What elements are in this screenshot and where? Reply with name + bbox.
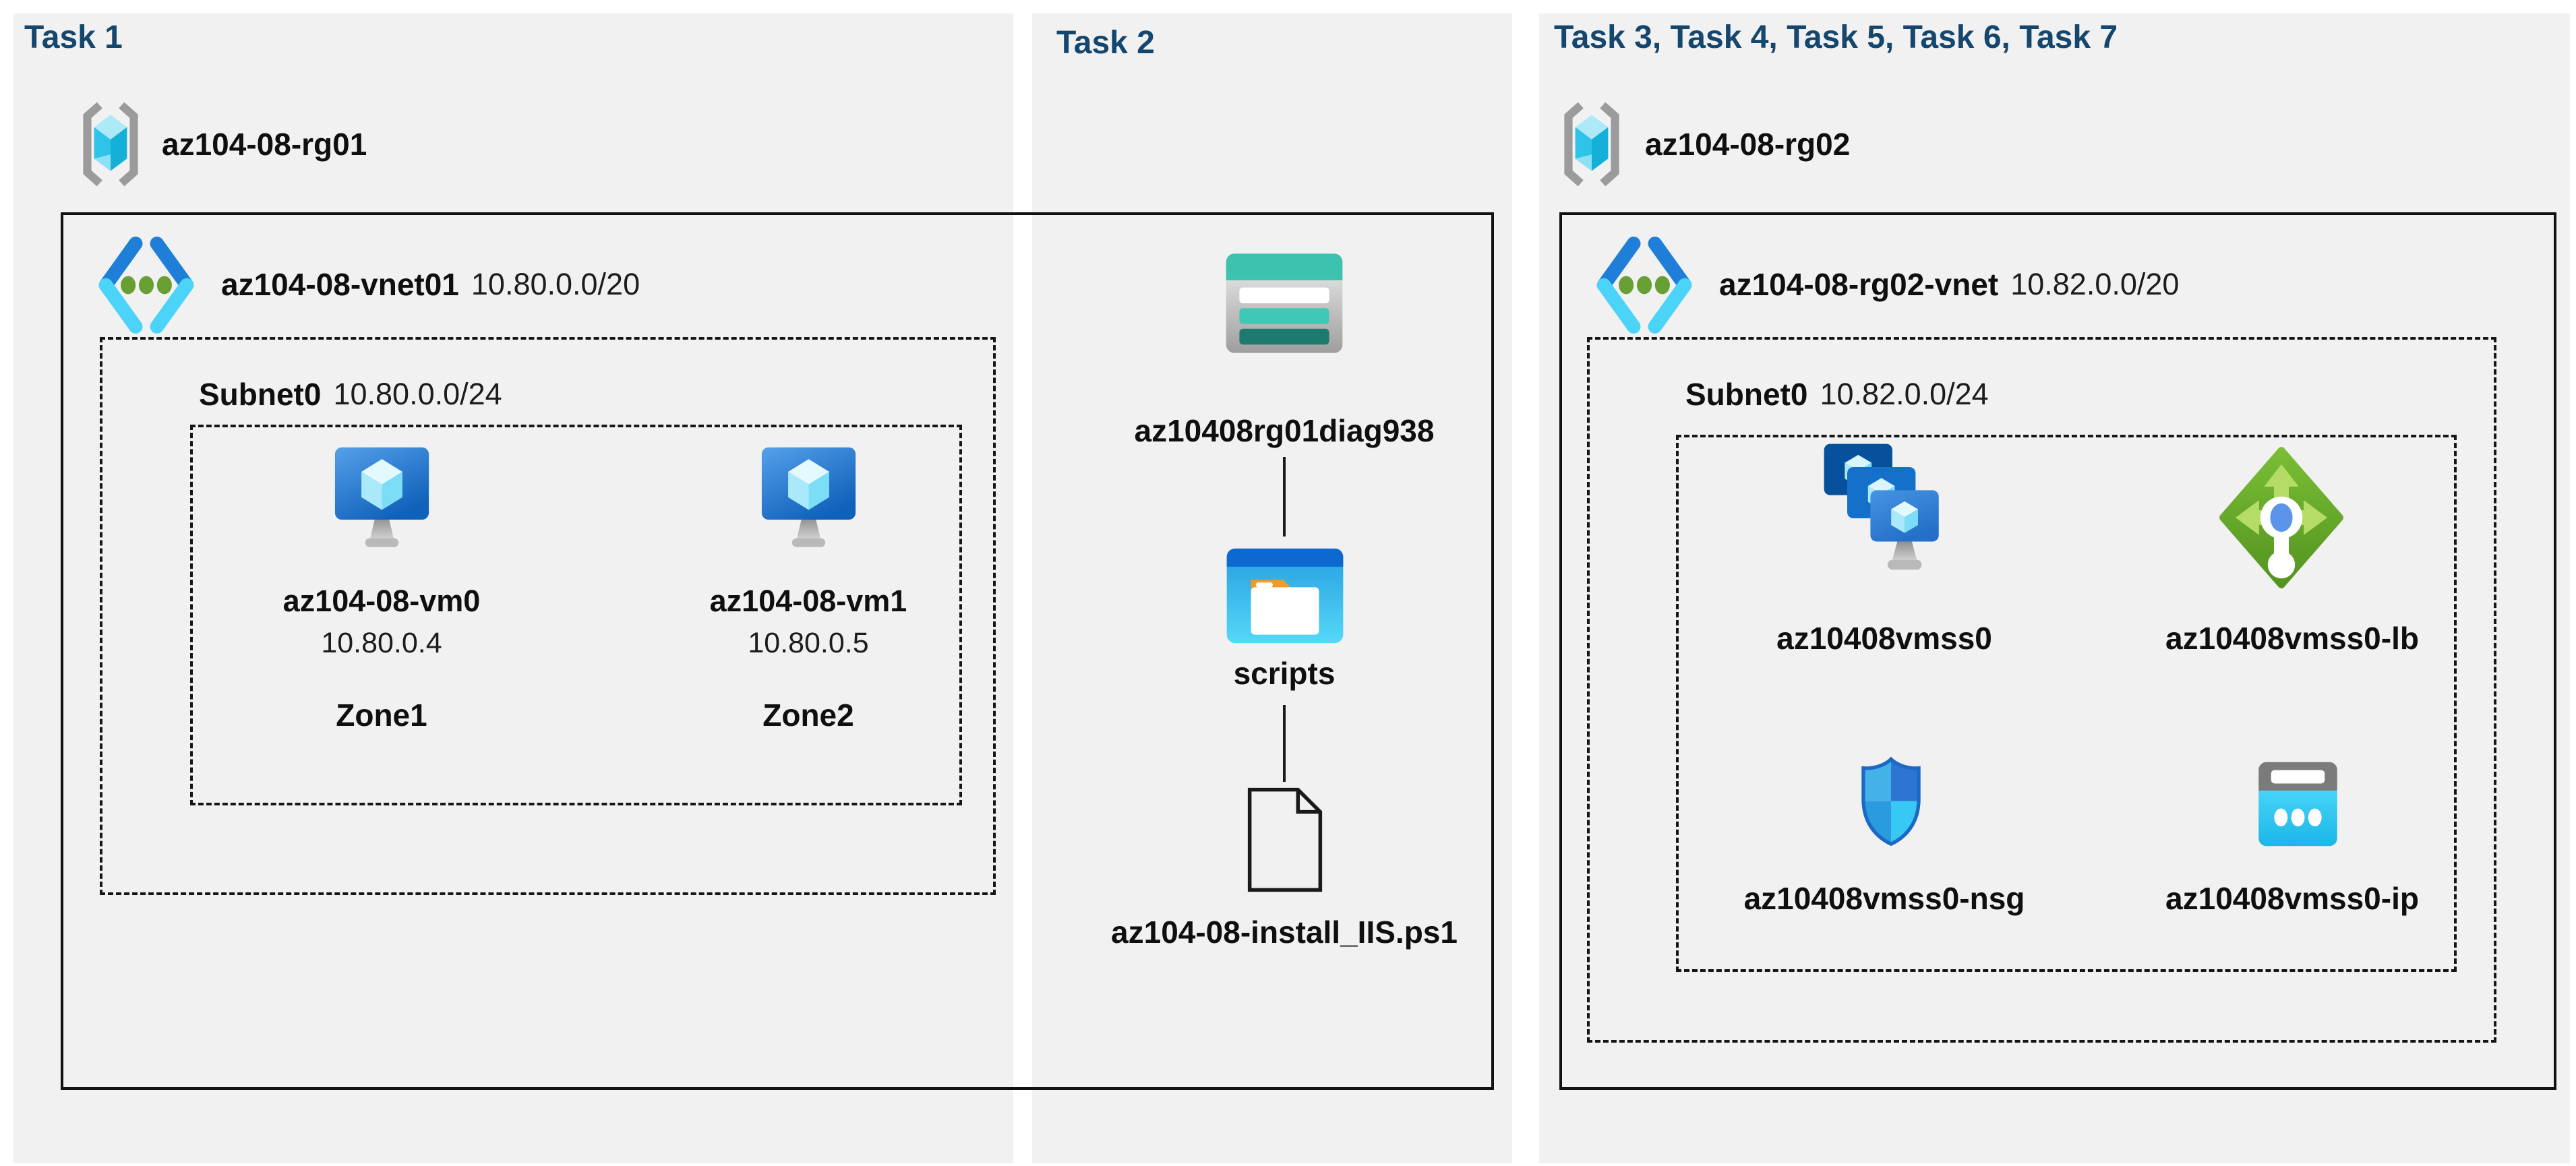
- vm0-zone: Zone1: [336, 698, 427, 733]
- resource-group-label: az104-08-rg01: [162, 127, 367, 162]
- vm0-ip: 10.80.0.4: [321, 627, 442, 659]
- script-file-icon: [1247, 787, 1323, 892]
- vm0-name: az104-08-vm0: [282, 584, 481, 618]
- vmss-group-boundary: [1676, 435, 2457, 972]
- virtual-network-icon: [1596, 237, 1692, 334]
- task1-panel: [13, 13, 1013, 1163]
- vm1-ip: 10.80.0.5: [748, 627, 869, 659]
- virtual-machine-icon: [761, 447, 856, 547]
- vm1-zone: Zone2: [762, 698, 854, 733]
- resource-group-icon: [83, 102, 138, 187]
- storage-account-label: az10408rg01diag938: [1134, 413, 1435, 448]
- vm-zone-boundary: [190, 425, 962, 805]
- public-ip-label: az10408vmss0-ip: [2165, 881, 2419, 916]
- virtual-network-icon: [98, 237, 194, 334]
- subnet1-label: Subnet0 10.80.0.0/24: [199, 377, 502, 412]
- network-security-group-icon: [1861, 756, 1921, 847]
- blob-container-icon: [1226, 548, 1344, 644]
- resource-group-label: az104-08-rg02: [1645, 127, 1851, 162]
- subnet1-boundary: [100, 337, 996, 895]
- connector-scripts-file: [1283, 705, 1286, 782]
- public-ip-icon: [2258, 762, 2337, 847]
- vm1-name: az104-08-vm1: [709, 584, 907, 618]
- vm-scale-set-icon: [1824, 443, 1939, 570]
- connector-storage-scripts: [1283, 457, 1286, 536]
- vnet1-label: az104-08-vnet01 10.80.0.0/20: [221, 267, 640, 302]
- vnet2-boundary: [1559, 212, 2556, 1090]
- resource-group-icon: [1564, 102, 1619, 187]
- load-balancer-icon: [2219, 447, 2343, 588]
- container-label: scripts: [1233, 656, 1336, 691]
- subnet2-boundary: [1587, 337, 2496, 1043]
- subnet2-label: Subnet0 10.82.0.0/24: [1685, 377, 1989, 412]
- virtual-machine-icon: [334, 447, 429, 547]
- storage-account-icon: [1226, 253, 1343, 353]
- task37-heading: Task 3, Task 4, Task 5, Task 6, Task 7: [1554, 20, 2118, 55]
- load-balancer-label: az10408vmss0-lb: [2165, 621, 2419, 656]
- task1-heading: Task 1: [24, 20, 123, 55]
- script-file-label: az104-08-install_IIS.ps1: [1111, 915, 1458, 950]
- task2-heading: Task 2: [1056, 25, 1155, 61]
- vnet1-boundary: [61, 212, 1494, 1090]
- nsg-label: az10408vmss0-nsg: [1743, 881, 2025, 916]
- vnet2-label: az104-08-rg02-vnet 10.82.0.0/20: [1719, 267, 2180, 302]
- vmss-label: az10408vmss0: [1776, 621, 1992, 656]
